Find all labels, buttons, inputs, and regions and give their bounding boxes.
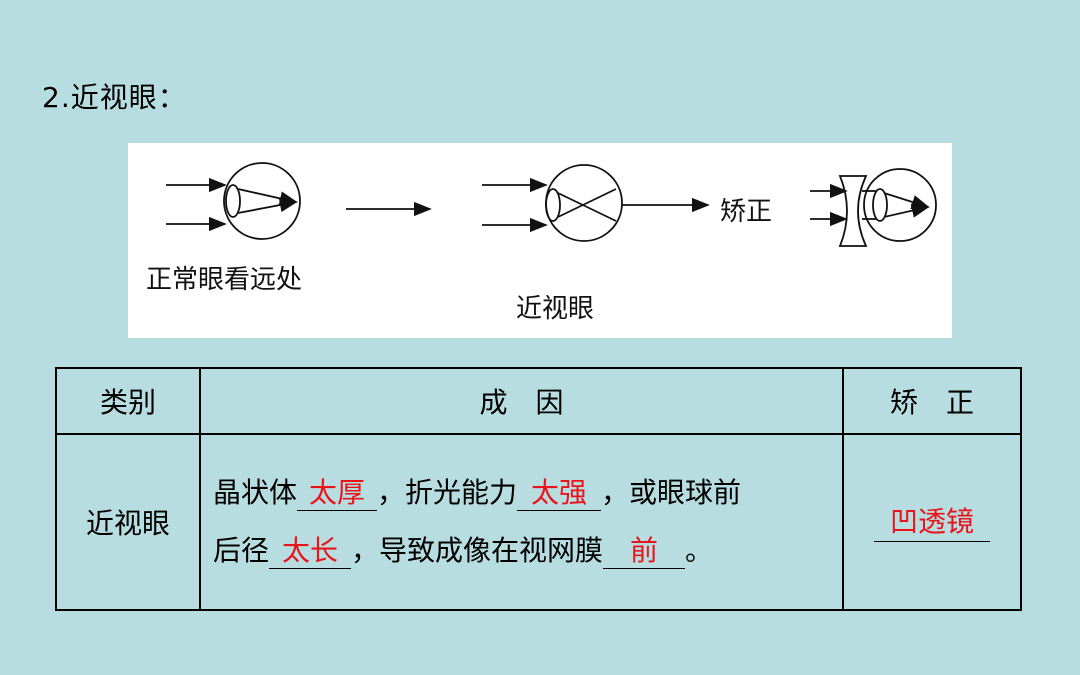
header-correction: 矫 正	[842, 367, 1022, 435]
cell-category: 近视眼	[55, 433, 201, 611]
cause-text: ，或眼球前	[601, 476, 742, 509]
cause-text: 晶状体	[213, 476, 298, 509]
header-cause: 成 因	[199, 367, 844, 435]
cause-text: ，折光能力	[377, 476, 518, 509]
table-header-row: 类别 成 因 矫 正	[55, 367, 1022, 435]
normal-eye-icon	[166, 162, 301, 240]
cell-cause: 晶状体太厚，折光能力太强，或眼球前 后径太长，导致成像在视网膜前。	[199, 433, 844, 611]
cause-text: ，导致成像在视网膜	[351, 534, 604, 567]
table-row: 近视眼 晶状体太厚，折光能力太强，或眼球前 后径太长，导致成像在视网膜前。 凹透…	[55, 433, 1022, 611]
cell-correction: 凹透镜	[842, 433, 1022, 611]
concave-lens-icon	[838, 175, 868, 247]
myopic-eye-icon	[482, 164, 623, 242]
corrected-eye-icon	[810, 168, 937, 242]
answer-blank-4: 前	[603, 534, 686, 569]
myopia-table: 类别 成 因 矫 正 近视眼 晶状体太厚，折光能力太强，或眼球前 后径太长，导致…	[55, 367, 1022, 611]
caption-myopic-eye: 近视眼	[516, 294, 595, 324]
label-correction: 矫正	[720, 197, 773, 227]
cause-text: 。	[685, 534, 714, 567]
eye-diagram-drawing	[166, 162, 937, 247]
cause-text: 后径	[213, 534, 270, 567]
section-heading: 2.近视眼：	[42, 81, 187, 114]
answer-correction: 凹透镜	[874, 503, 990, 542]
eye-diagram: 正常眼看远处 近视眼 矫正	[128, 143, 952, 338]
answer-blank-3: 太长	[269, 534, 352, 569]
caption-normal-eye: 正常眼看远处	[146, 265, 303, 295]
answer-blank-1: 太厚	[297, 476, 378, 511]
header-category: 类别	[55, 367, 201, 435]
answer-blank-2: 太强	[517, 476, 602, 511]
